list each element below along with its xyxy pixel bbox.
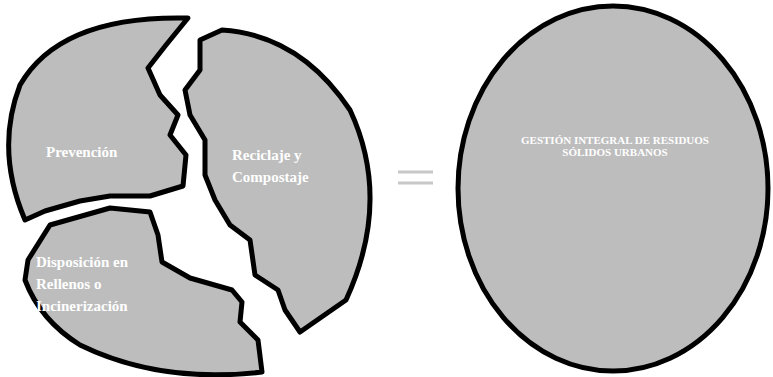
equals-bar [398, 171, 433, 174]
node-label: Reciclaje y Compostaje [232, 144, 352, 188]
circle-shape [458, 6, 768, 371]
node-label: Disposición en Rellenos o Incinerización [36, 251, 161, 317]
result-circle-outline [455, 3, 771, 374]
piece-shape [9, 18, 188, 220]
puzzle-piece: Prevención [0, 12, 196, 226]
piece-shape [25, 208, 262, 375]
node-label: GESTIÓN INTEGRAL DE RESIDUOS SÓLIDOS URB… [510, 134, 720, 158]
node-label: Prevención [46, 141, 174, 163]
puzzle-piece: Disposición en Rellenos o Incinerización [18, 202, 268, 377]
equals-bar [398, 182, 433, 185]
puzzle-piece-outline [0, 12, 196, 226]
result-circle: GESTIÓN INTEGRAL DE RESIDUOS SÓLIDOS URB… [455, 3, 771, 374]
